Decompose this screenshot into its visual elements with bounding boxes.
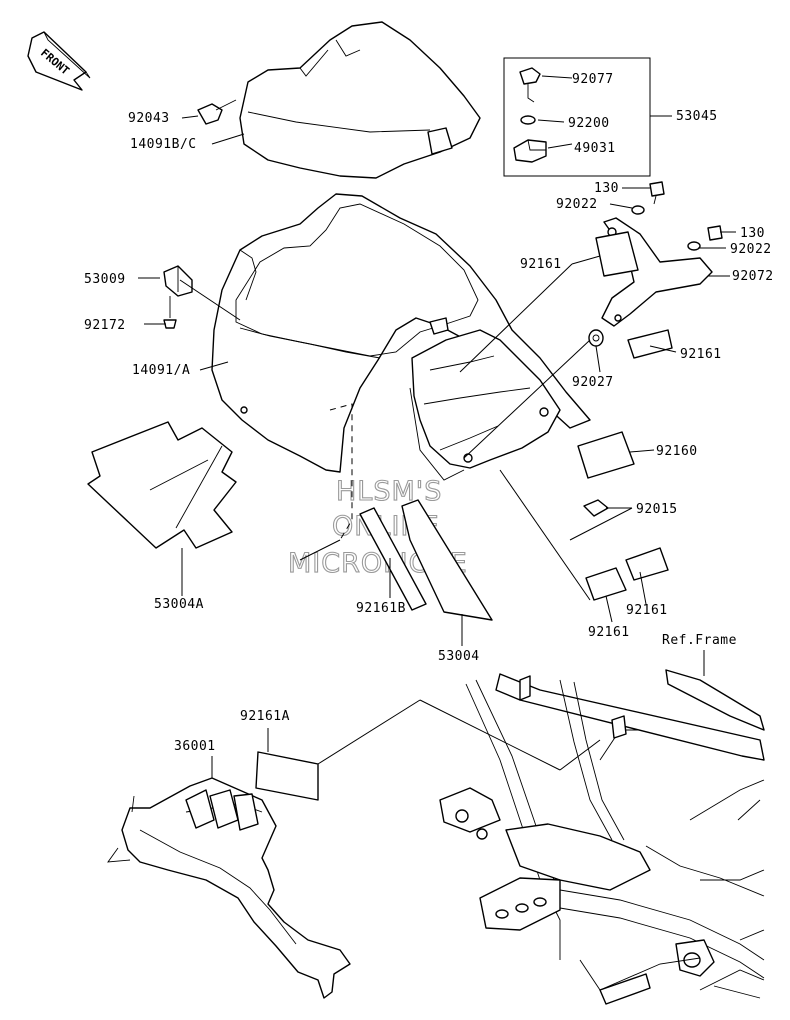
bolt-130-a-part[interactable]: [649, 181, 665, 205]
label-53004a[interactable]: 53004A: [154, 597, 204, 612]
label-92161-lower-b[interactable]: 92161: [588, 625, 630, 640]
label-92161a[interactable]: 92161A: [240, 709, 290, 724]
duct-36001-part[interactable]: [107, 777, 351, 999]
label-92077[interactable]: 92077: [572, 72, 614, 87]
label-92200[interactable]: 92200: [568, 116, 610, 131]
sheet-53004a-part[interactable]: [87, 421, 237, 549]
label-92022-b[interactable]: 92022: [730, 242, 772, 257]
label-14091a[interactable]: 14091/A: [132, 363, 190, 378]
label-92022-a[interactable]: 92022: [556, 197, 598, 212]
upper-cowl-part[interactable]: [239, 21, 481, 179]
washer-92027-part[interactable]: [588, 329, 604, 347]
label-92161-right[interactable]: 92161: [680, 347, 722, 362]
label-92161-upper[interactable]: 92161: [520, 257, 562, 272]
bolt-130-b-part[interactable]: [707, 225, 723, 241]
label-92172[interactable]: 92172: [84, 318, 126, 333]
label-36001[interactable]: 36001: [174, 739, 216, 754]
label-14091bc[interactable]: 14091B/C: [130, 137, 197, 152]
clip-92043-part[interactable]: [197, 99, 237, 125]
main-fairing-part[interactable]: [211, 193, 591, 481]
frame-part: [439, 669, 765, 1005]
bracket-53009-part[interactable]: [163, 265, 193, 329]
decal-92161-upper-part[interactable]: [595, 231, 639, 277]
label-92027[interactable]: 92027: [572, 375, 614, 390]
decal-92160-part[interactable]: [577, 431, 635, 479]
front-arrow-icon: FRONT: [27, 31, 91, 91]
label-92072[interactable]: 92072: [732, 269, 774, 284]
part-labels: 92043 14091B/C 53045 92077 92200 49031 1…: [84, 72, 774, 754]
label-ref-frame[interactable]: Ref.Frame: [662, 633, 737, 648]
sheet-53004-part[interactable]: [401, 499, 493, 621]
decal-92161b-part[interactable]: [359, 507, 427, 611]
label-49031[interactable]: 49031: [574, 141, 616, 156]
label-130-b[interactable]: 130: [740, 226, 765, 241]
label-92161b[interactable]: 92161B: [356, 601, 406, 616]
watermark-line-1: HLSM'S: [336, 476, 442, 507]
label-92160[interactable]: 92160: [656, 444, 698, 459]
label-92015[interactable]: 92015: [636, 502, 678, 517]
label-92043[interactable]: 92043: [128, 111, 170, 126]
label-53004[interactable]: 53004: [438, 649, 480, 664]
kit-box-53045: [503, 57, 672, 177]
decal-92161-small-part[interactable]: [627, 329, 673, 359]
washer-92022-a-part[interactable]: [631, 205, 645, 215]
label-92161-lower-a[interactable]: 92161: [626, 603, 668, 618]
label-130-a[interactable]: 130: [594, 181, 619, 196]
nut-92015-part[interactable]: [583, 499, 609, 517]
label-53045[interactable]: 53045: [676, 109, 718, 124]
decal-92161-lower-b-part[interactable]: [625, 547, 669, 581]
decal-92161a-part[interactable]: [255, 751, 319, 801]
leader-lines: [138, 75, 736, 778]
label-53009[interactable]: 53009: [84, 272, 126, 287]
washer-92022-b-part[interactable]: [687, 241, 701, 251]
decal-92161-lower-a-part[interactable]: [585, 567, 627, 601]
